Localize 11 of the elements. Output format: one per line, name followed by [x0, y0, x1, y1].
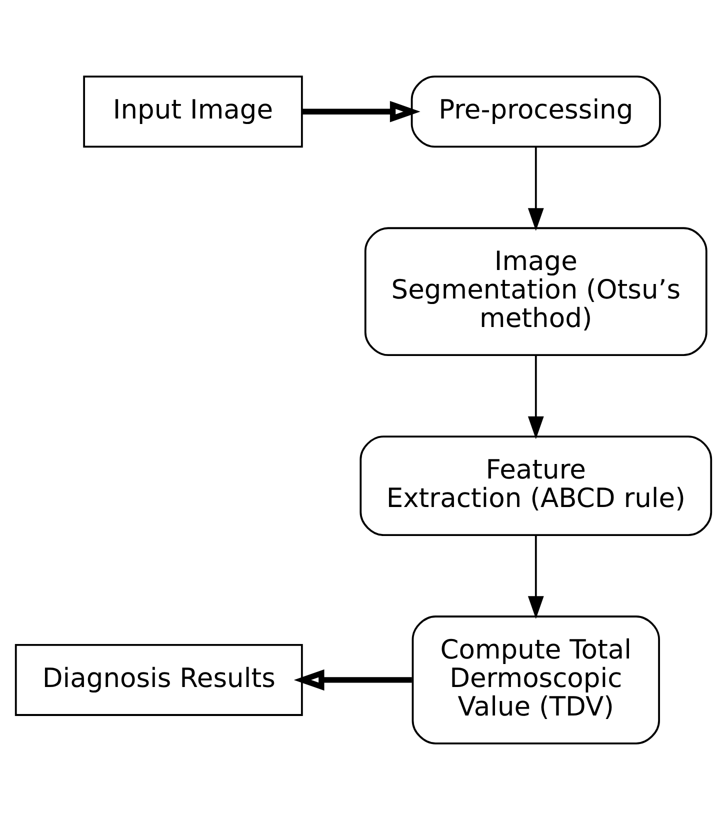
arrow [528, 146, 544, 230]
node-box: Compute Total Dermoscopic Value (TDV) [412, 615, 660, 744]
arrow [294, 668, 412, 690]
node-box: Feature Extraction (ABCD rule) [360, 435, 712, 536]
arrow [302, 100, 420, 122]
node-box: Diagnosis Results [14, 643, 303, 716]
node-box: Image Segmentation (Otsu’s method) [364, 226, 708, 356]
node-box: Input Image [83, 75, 303, 148]
node-box: Pre-processing [410, 75, 661, 148]
arrow [528, 354, 544, 439]
arrow [528, 534, 544, 618]
